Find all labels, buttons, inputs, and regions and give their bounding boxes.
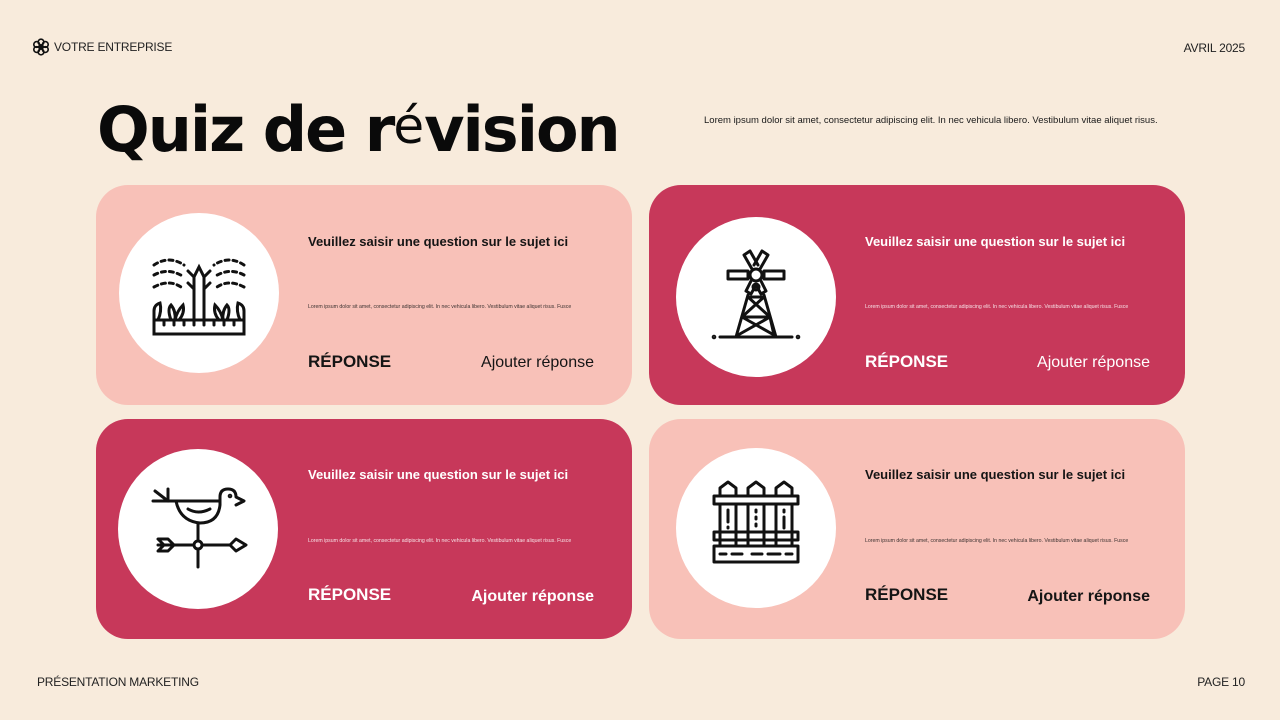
add-answer-button[interactable]: Ajouter réponse — [481, 354, 594, 371]
answer-label: RÉPONSE — [865, 352, 949, 371]
date-label: AVRIL 2025 — [1183, 41, 1246, 55]
title-part1: Quiz de r — [97, 93, 395, 166]
company-name: VOTRE ENTREPRISE — [54, 40, 173, 54]
windmill-icon — [711, 249, 801, 340]
question-text: Veuillez saisir une question sur le suje… — [308, 234, 569, 249]
quiz-card-1: Veuillez saisir une question sur le suje… — [96, 185, 632, 405]
page-title: Quiz de révision — [97, 92, 621, 172]
add-answer-button[interactable]: Ajouter réponse — [1037, 354, 1150, 371]
question-description: Lorem ipsum dolor sit amet, consectetur … — [308, 538, 572, 544]
title-part2: vision — [424, 93, 621, 166]
question-text: Veuillez saisir une question sur le suje… — [865, 234, 1126, 249]
answer-label: RÉPONSE — [308, 352, 392, 371]
sprinkler-icon — [152, 258, 246, 336]
subtitle-text: Lorem ipsum dolor sit amet, consectetur … — [704, 115, 1158, 126]
question-description: Lorem ipsum dolor sit amet, consectetur … — [865, 304, 1129, 310]
title-accent: é — [393, 97, 425, 155]
icon-circle — [119, 213, 279, 373]
answer-label: RÉPONSE — [308, 585, 392, 604]
quiz-card-2: Veuillez saisir une question sur le suje… — [649, 185, 1185, 405]
icon-circle — [676, 448, 836, 608]
question-description: Lorem ipsum dolor sit amet, consectetur … — [308, 304, 572, 310]
icon-circle — [676, 217, 836, 377]
flower-logo-icon — [32, 38, 50, 56]
fence-icon — [712, 480, 800, 564]
weather-vane-icon — [151, 487, 248, 569]
footer-presentation-label: PRÉSENTATION MARKETING — [37, 675, 199, 689]
question-text: Veuillez saisir une question sur le suje… — [865, 467, 1126, 482]
question-text: Veuillez saisir une question sur le suje… — [308, 467, 569, 482]
quiz-card-3: Veuillez saisir une question sur le suje… — [96, 419, 632, 639]
add-answer-button[interactable]: Ajouter réponse — [471, 588, 594, 605]
quiz-card-4: Veuillez saisir une question sur le suje… — [649, 419, 1185, 639]
add-answer-button[interactable]: Ajouter réponse — [1027, 588, 1150, 605]
company-header: VOTRE ENTREPRISE — [32, 38, 172, 56]
icon-circle — [118, 449, 278, 609]
page-number: PAGE 10 — [1197, 675, 1245, 689]
answer-label: RÉPONSE — [865, 585, 949, 604]
question-description: Lorem ipsum dolor sit amet, consectetur … — [865, 538, 1129, 544]
